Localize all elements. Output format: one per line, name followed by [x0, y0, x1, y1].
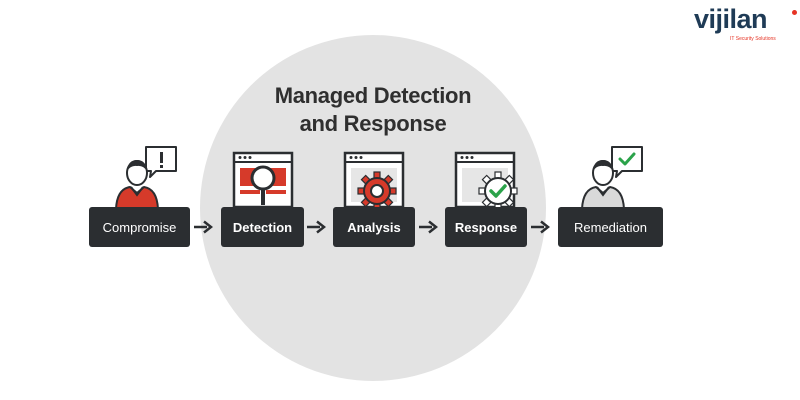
- logo-tagline: IT Security Solutions: [730, 36, 776, 42]
- step-response: Response: [445, 207, 527, 247]
- arrow-right-icon: [531, 220, 550, 234]
- logo-accent-dot: [792, 10, 797, 15]
- vijilan-logo: vijilan IT Security Solutions: [694, 4, 798, 44]
- step-label: Detection: [232, 219, 293, 235]
- step-label: Remediation: [574, 219, 647, 235]
- gear-window-icon: [343, 151, 405, 209]
- step-label: Compromise: [102, 219, 177, 235]
- magnifier-window-icon: [232, 151, 294, 209]
- step-label: Analysis: [347, 219, 401, 235]
- logo-wordmark: vijilan: [694, 4, 768, 34]
- title-line-2: and Response: [299, 111, 447, 136]
- gear-check-window-icon: [454, 151, 518, 211]
- arrow-right-icon: [194, 220, 213, 234]
- arrow-right-icon: [419, 220, 438, 234]
- step-analysis: Analysis: [333, 207, 415, 247]
- diagram-title: Managed Detection and Response: [218, 82, 528, 138]
- step-compromise: Compromise: [89, 207, 190, 247]
- step-remediation: Remediation: [558, 207, 663, 247]
- user-check-icon: [580, 146, 643, 209]
- step-label: Response: [454, 219, 518, 235]
- step-detection: Detection: [221, 207, 304, 247]
- title-line-1: Managed Detection: [274, 83, 472, 108]
- user-alert-icon: [114, 146, 177, 209]
- arrow-right-icon: [307, 220, 326, 234]
